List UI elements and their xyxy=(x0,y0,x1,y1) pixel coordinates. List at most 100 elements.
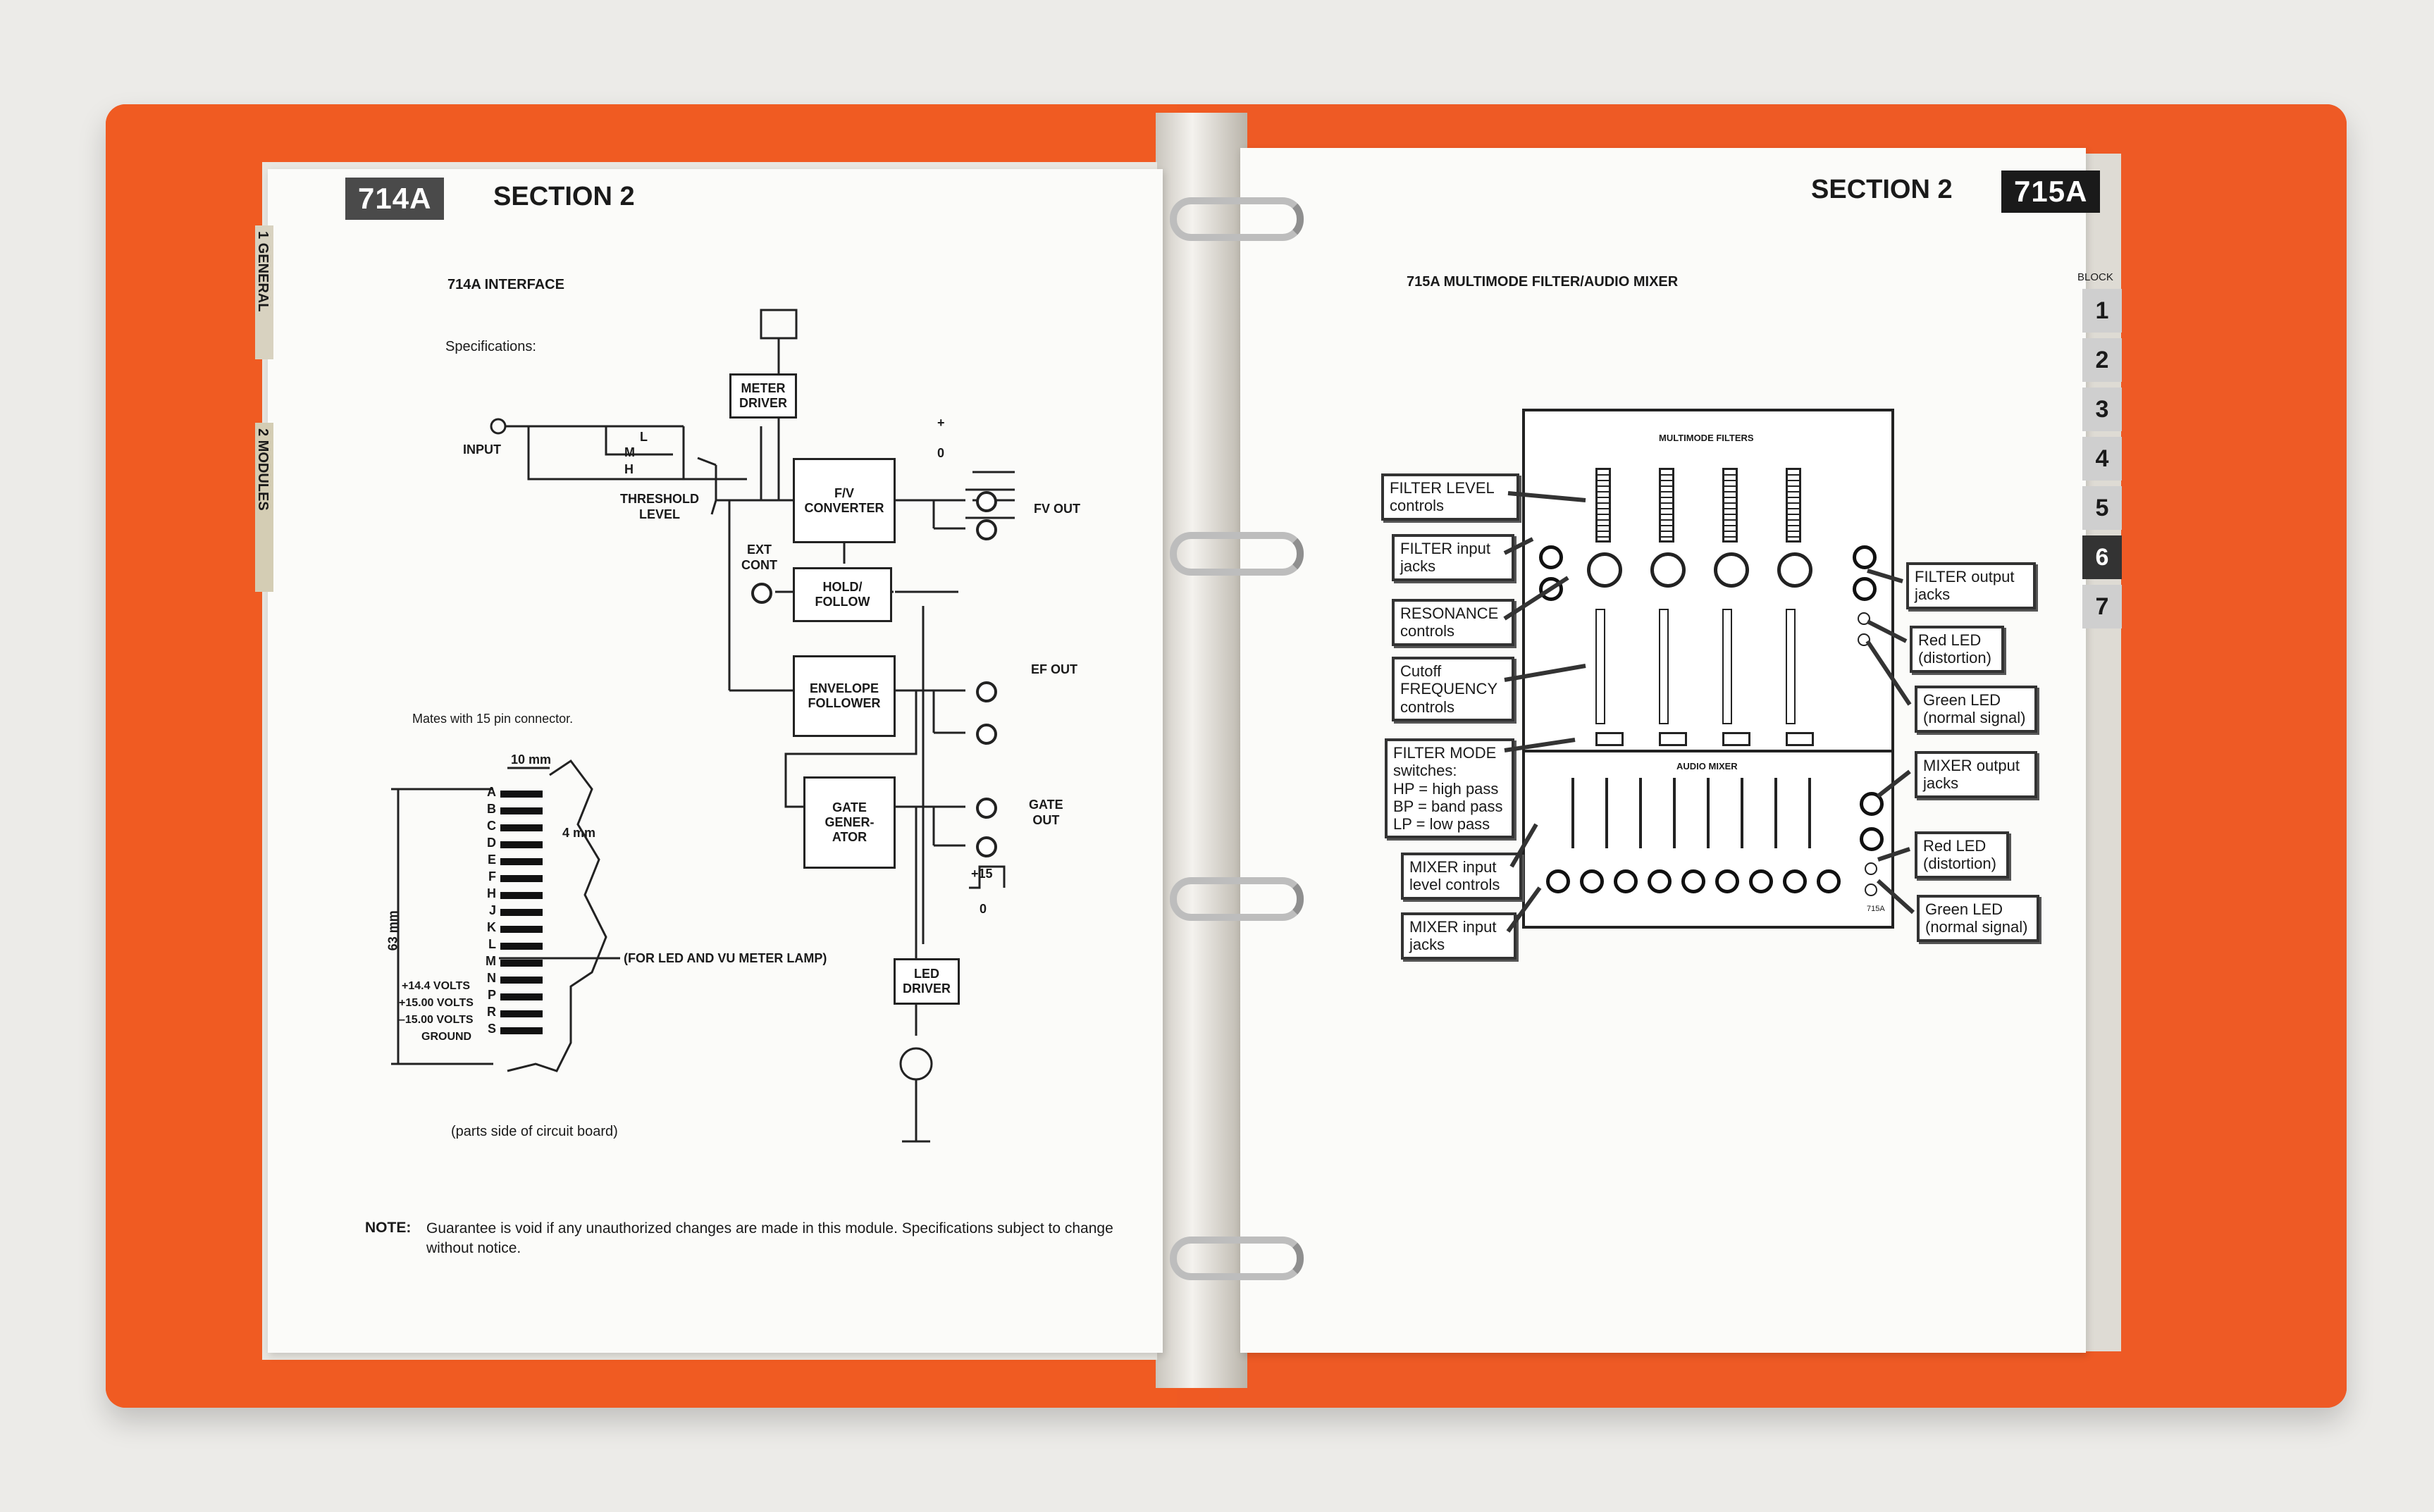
connector-outline xyxy=(391,759,620,1072)
switch-m: M xyxy=(624,445,635,459)
frequency-slider-3 xyxy=(1722,609,1732,724)
ext-cont-jack xyxy=(751,583,772,604)
callout-red-led-1: Red LED (distortion) xyxy=(1910,626,2004,673)
led-driver-box: LED DRIVER xyxy=(894,958,960,1005)
right-page: SECTION 2 715A 715A MULTIMODE FILTER/AUD… xyxy=(1240,148,2113,1353)
hold-follow-box: HOLD/ FOLLOW xyxy=(793,567,892,622)
resonance-knob-4 xyxy=(1777,552,1812,588)
interface-block-diagram xyxy=(490,309,1015,1143)
callout-mixer-level: MIXER input level controls xyxy=(1401,853,1522,900)
frequency-slider-2 xyxy=(1659,609,1669,724)
mixer-red-led xyxy=(1865,862,1877,875)
switch-h: H xyxy=(624,462,634,476)
mixer-input-jack-7 xyxy=(1749,869,1773,893)
panel-tag: 715A xyxy=(1867,905,1885,913)
callout-filter-input: FILTER input jacks xyxy=(1392,534,1514,581)
side-tab-general: 1 GENERAL xyxy=(255,225,273,359)
mixer-input-jack-5 xyxy=(1681,869,1705,893)
gate-out-jack-1 xyxy=(976,798,997,819)
filter-red-led xyxy=(1858,612,1870,625)
tab-5[interactable]: 5 xyxy=(2082,486,2122,530)
filter-output-jack-1 xyxy=(1853,545,1877,569)
module-tag: 714A xyxy=(345,178,445,220)
tab-6[interactable]: 6 xyxy=(2082,535,2122,579)
module-front-panel: MULTIMODE FILTERS AUDIO MIXER 715A xyxy=(1522,409,1894,929)
section-title-right: SECTION 2 xyxy=(1811,175,1953,204)
mixer-green-led xyxy=(1865,884,1877,896)
callout-filter-level: FILTER LEVEL controls xyxy=(1381,473,1519,521)
ef-out-jack-2 xyxy=(976,724,997,745)
mode-switch-2 xyxy=(1659,732,1687,746)
ext-cont-label: EXT CONT xyxy=(741,543,777,572)
mixer-level-sliders xyxy=(1546,778,1842,848)
meter-driver-box: METER DRIVER xyxy=(729,373,797,419)
callout-cutoff: Cutoff FREQUENCY controls xyxy=(1392,657,1514,721)
gate-generator-box: GATE GENER- ATOR xyxy=(803,776,896,869)
callout-resonance: RESONANCE controls xyxy=(1392,599,1514,646)
input-label: INPUT xyxy=(463,442,501,457)
frequency-slider-4 xyxy=(1786,609,1796,724)
threshold-label: THRESHOLD LEVEL xyxy=(620,492,699,521)
panel-title: MULTIMODE FILTERS xyxy=(1659,433,1754,443)
resonance-knob-1 xyxy=(1587,552,1622,588)
diagram-title: 714A INTERFACE xyxy=(447,277,564,292)
pin-s-ground: GROUND xyxy=(421,1031,472,1043)
mixer-input-jack-9 xyxy=(1817,869,1841,893)
pin-p-voltage: +15.00 VOLTS xyxy=(399,997,474,1009)
zero2-label: 0 xyxy=(980,902,987,916)
section-tabs: 1 2 3 4 5 6 7 xyxy=(2082,289,2125,634)
plus15-label: +15 xyxy=(971,867,993,881)
binder-ring-3 xyxy=(1170,877,1304,921)
tab-3[interactable]: 3 xyxy=(2082,388,2122,431)
switch-l: L xyxy=(640,430,648,444)
pin-n-voltage: +14.4 VOLTS xyxy=(402,980,471,992)
specs-label: Specifications: xyxy=(445,339,536,354)
filter-green-led xyxy=(1858,633,1870,646)
mode-switch-3 xyxy=(1722,732,1750,746)
mixer-input-jack-4 xyxy=(1648,869,1672,893)
filter-input-jack-1 xyxy=(1539,545,1563,569)
callout-mixer-input: MIXER input jacks xyxy=(1401,912,1516,960)
callout-mixer-output: MIXER output jacks xyxy=(1915,751,2037,798)
tab-2[interactable]: 2 xyxy=(2082,338,2122,382)
ef-out-jack-1 xyxy=(976,681,997,702)
mode-switch-4 xyxy=(1786,732,1814,746)
connector-pins xyxy=(500,789,543,1064)
block-label: BLOCK xyxy=(2077,271,2113,283)
fv-out-label: FV OUT xyxy=(1034,502,1080,516)
mixer-input-jack-8 xyxy=(1783,869,1807,893)
callout-green-led-1: Green LED (normal signal) xyxy=(1915,686,2037,733)
binder-ring-1 xyxy=(1170,197,1304,241)
mates-note: Mates with 15 pin connector. xyxy=(412,712,574,726)
binder-ring-2 xyxy=(1170,532,1304,576)
tab-7[interactable]: 7 xyxy=(2082,585,2122,628)
mixer-output-jack-2 xyxy=(1860,827,1884,851)
plus-label: + xyxy=(937,416,945,430)
ef-out-label: EF OUT xyxy=(1031,662,1077,676)
binder-ring-4 xyxy=(1170,1237,1304,1280)
callout-red-led-2: Red LED (distortion) xyxy=(1915,831,2009,879)
mixer-input-jack-3 xyxy=(1614,869,1638,893)
fv-converter-box: F/V CONVERTER xyxy=(793,458,896,543)
connector-pitch: 4 mm xyxy=(562,826,596,840)
mixer-title: AUDIO MIXER xyxy=(1676,761,1738,772)
callout-filter-mode: FILTER MODE switches: HP = high pass BP … xyxy=(1385,738,1514,839)
left-page: 714A SECTION 2 1 GENERAL 2 MODULES 714A … xyxy=(255,169,1163,1353)
gate-out-jack-2 xyxy=(976,836,997,857)
gate-out-label: GATE OUT xyxy=(1029,798,1063,827)
note-text: Guarantee is void if any unauthorized ch… xyxy=(426,1220,1113,1257)
led-lamp-note: (FOR LED AND VU METER LAMP) xyxy=(624,951,827,965)
mode-switch-1 xyxy=(1595,732,1624,746)
fv-out-jack-1 xyxy=(976,491,997,512)
note-label: NOTE: xyxy=(365,1220,412,1236)
connector-caption: (parts side of circuit board) xyxy=(451,1124,618,1139)
callout-arrows xyxy=(1503,491,1915,933)
tab-1[interactable]: 1 xyxy=(2082,289,2122,333)
tab-4[interactable]: 4 xyxy=(2082,437,2122,481)
filter-level-slider-1 xyxy=(1595,468,1611,543)
panel-divider xyxy=(1525,750,1891,752)
side-tab-modules: 2 MODULES xyxy=(255,423,273,592)
mixer-input-jack-2 xyxy=(1580,869,1604,893)
envelope-follower-box: ENVELOPE FOLLOWER xyxy=(793,655,896,737)
